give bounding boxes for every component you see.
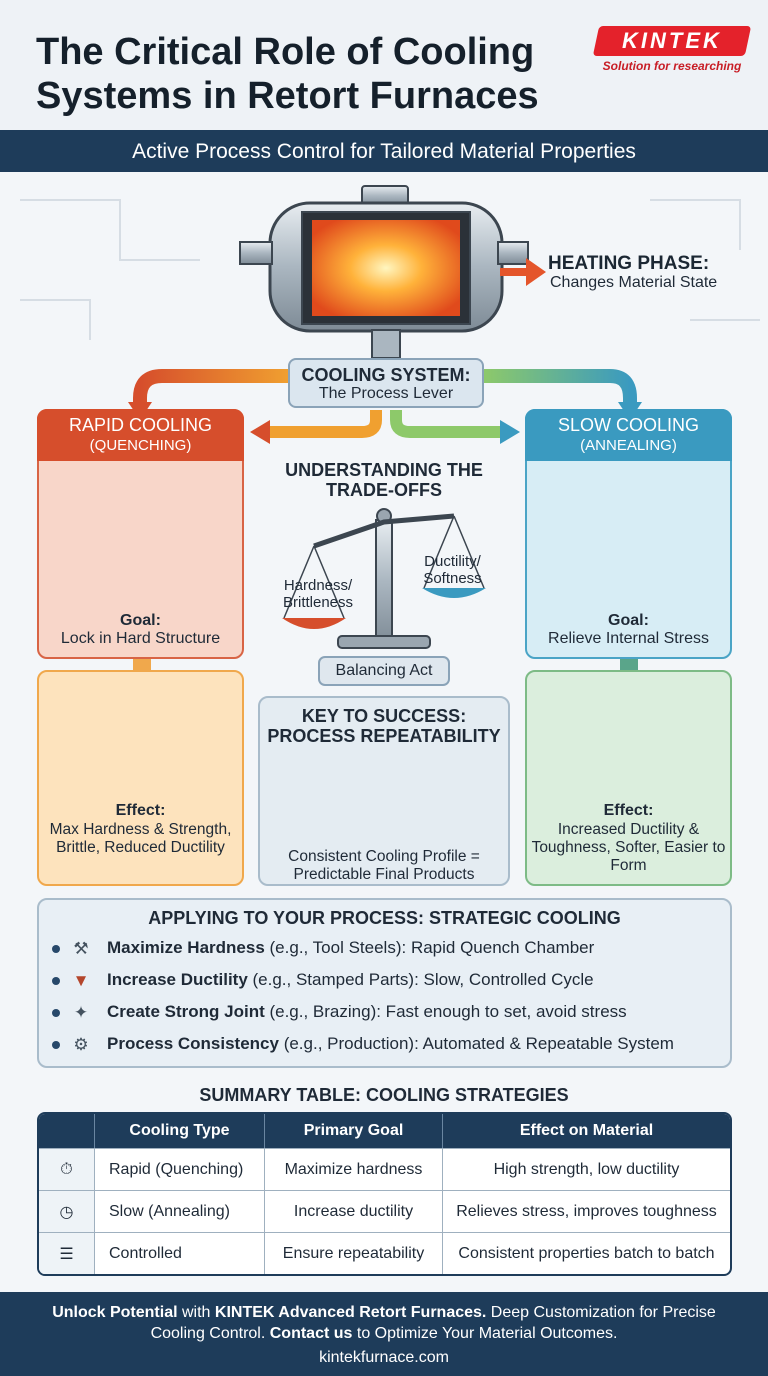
slow-cooling-header bbox=[525, 409, 732, 461]
hammer-icon: ⚒ bbox=[73, 938, 89, 958]
subtitle-bar bbox=[0, 130, 768, 172]
heating-phase-title: HEATING PHASE: bbox=[548, 253, 710, 274]
rapid-effect-text: Max Hardness & Strength, Brittle, Reduce… bbox=[49, 821, 232, 856]
balance-scale-icon bbox=[282, 508, 486, 649]
summary-table-title: SUMMARY TABLE: COOLING STRATEGIES bbox=[199, 1085, 569, 1105]
gear-icon: ⚙ bbox=[73, 1034, 89, 1054]
bullet-icon bbox=[52, 976, 60, 985]
slow-effect-text: Increased Ductility & Toughness, Softer,… bbox=[531, 821, 726, 874]
footer-span: Deep Customization for Precise Cooling C… bbox=[150, 1304, 716, 1342]
table-cell: Ensure repeatability bbox=[265, 1232, 443, 1274]
summary-table: Cooling Type Primary Goal Effect on Mate… bbox=[37, 1112, 732, 1276]
table-row: ◷ Slow (Annealing) Increase ductility Re… bbox=[39, 1190, 730, 1232]
strategic-cooling-title: APPLYING TO YOUR PROCESS: STRATEGIC COOL… bbox=[148, 908, 621, 928]
stopwatch-icon: ⏱ bbox=[39, 1148, 95, 1190]
balancing-act-label: Balancing Act bbox=[335, 662, 433, 679]
repeatability-caption: Consistent Cooling Profile = Predictable… bbox=[288, 848, 480, 883]
heating-phase-subtitle: Changes Material State bbox=[550, 274, 718, 291]
table-header: Effect on Material bbox=[443, 1114, 730, 1148]
rapid-cooling-title: RAPID COOLING bbox=[68, 415, 213, 435]
table-header-icon-col bbox=[39, 1114, 95, 1148]
table-cell: Consistent properties batch to batch bbox=[443, 1232, 730, 1274]
slow-effect-label: Effect: bbox=[603, 802, 654, 819]
rapid-effect-panel bbox=[37, 670, 244, 886]
footer-text: Unlock Potential with KINTEK Advanced Re… bbox=[40, 1302, 728, 1344]
strategy-item-text: (e.g., Stamped Parts): Slow, Controlled … bbox=[247, 970, 594, 989]
table-row: ☰ Controlled Ensure repeatability Consis… bbox=[39, 1232, 730, 1274]
table-cell: Controlled bbox=[95, 1232, 265, 1274]
scale-left-label: Hardness/ Brittleness bbox=[282, 577, 354, 611]
strategy-item: ⚙ Process Consistency (e.g., Production):… bbox=[52, 1034, 722, 1058]
page-subtitle: Active Process Control for Tailored Mate… bbox=[132, 140, 636, 163]
table-header: Cooling Type bbox=[95, 1114, 265, 1148]
sliders-icon: ☰ bbox=[39, 1232, 95, 1274]
stamp-icon: ▼ bbox=[72, 970, 90, 990]
slow-cooling-title: SLOW COOLING bbox=[557, 415, 700, 435]
furnace-icon bbox=[239, 185, 529, 359]
repeatability-panel bbox=[258, 696, 510, 886]
footer-strong: KINTEK Advanced Retort Furnaces. bbox=[214, 1304, 487, 1321]
rapid-goal-text: Lock in Hard Structure bbox=[60, 630, 221, 647]
slow-goal-text: Relieve Internal Stress bbox=[548, 630, 709, 647]
strategy-item-label: Increase Ductility bbox=[107, 970, 248, 989]
cooling-system-subtitle: The Process Lever bbox=[318, 385, 454, 402]
table-row: ⏱ Rapid (Quenching) Maximize hardness Hi… bbox=[39, 1148, 730, 1190]
table-cell: Maximize hardness bbox=[265, 1148, 443, 1190]
table-cell: Slow (Annealing) bbox=[95, 1190, 265, 1232]
page-title: The Critical Role of Cooling Systems in … bbox=[36, 31, 539, 117]
strategy-item-text: (e.g., Production): Automated & Repeatab… bbox=[278, 1034, 674, 1053]
bullet-icon bbox=[52, 1040, 60, 1049]
strategy-item-text: (e.g., Tool Steels): Rapid Quench Chambe… bbox=[264, 938, 595, 957]
rapid-effect-label: Effect: bbox=[115, 802, 166, 819]
contact-link[interactable]: Contact us bbox=[269, 1325, 353, 1342]
table-header-row: Cooling Type Primary Goal Effect on Mate… bbox=[39, 1114, 730, 1148]
bullet-icon bbox=[52, 1008, 60, 1017]
strategy-item-label: Process Consistency bbox=[107, 1034, 279, 1053]
strategy-item-label: Maximize Hardness bbox=[107, 938, 265, 957]
footer-span: to Optimize Your Material Outcomes. bbox=[352, 1325, 618, 1342]
balancing-act-box bbox=[318, 656, 450, 686]
footer-strong: Unlock Potential bbox=[52, 1304, 178, 1321]
logo-brand: KINTEK bbox=[622, 28, 722, 53]
slow-effect-panel bbox=[525, 670, 732, 886]
strategy-item-text: (e.g., Brazing): Fast enough to set, avo… bbox=[264, 1002, 627, 1021]
table-cell: High strength, low ductility bbox=[443, 1148, 730, 1190]
repeatability-title: KEY TO SUCCESS: PROCESS REPEATABILITY bbox=[267, 706, 501, 746]
bullet-icon bbox=[52, 944, 60, 953]
cooling-system-box bbox=[288, 358, 484, 408]
table-cell: Rapid (Quenching) bbox=[95, 1148, 265, 1190]
header bbox=[0, 0, 768, 130]
website-link[interactable]: kintekfurnace.com bbox=[319, 1349, 449, 1366]
strategy-item: ⚒ Maximize Hardness (e.g., Tool Steels): … bbox=[52, 938, 722, 962]
footer bbox=[0, 1292, 768, 1376]
brazing-torch-icon: ✦ bbox=[73, 1002, 89, 1022]
cooling-system-title: COOLING SYSTEM: bbox=[301, 365, 471, 385]
rapid-goal-label: Goal: bbox=[120, 612, 161, 629]
table-cell: Relieves stress, improves toughness bbox=[443, 1190, 730, 1232]
logo-tagline: Solution for researching bbox=[602, 59, 742, 73]
strategy-item: ✦ Create Strong Joint (e.g., Brazing): Fa… bbox=[52, 1002, 722, 1026]
strategy-item-label: Create Strong Joint bbox=[107, 1002, 265, 1021]
strategy-item: ▼ Increase Ductility (e.g., Stamped Parts… bbox=[52, 970, 722, 994]
table-header: Primary Goal bbox=[265, 1114, 443, 1148]
tradeoffs-title: UNDERSTANDING THE TRADE-OFFS bbox=[285, 460, 483, 500]
rapid-cooling-header bbox=[37, 409, 244, 461]
heating-arrow-icon bbox=[500, 258, 546, 286]
slow-goal-label: Goal: bbox=[608, 612, 649, 629]
clock-icon: ◷ bbox=[39, 1190, 95, 1232]
rapid-cooling-subtitle: (QUENCHING) bbox=[89, 437, 192, 454]
strategic-cooling-panel bbox=[37, 898, 732, 1068]
scale-right-label: Ductility/ Softness bbox=[423, 553, 482, 587]
slow-cooling-subtitle: (ANNEALING) bbox=[580, 437, 677, 454]
footer-span: with bbox=[177, 1304, 215, 1321]
table-cell: Increase ductility bbox=[265, 1190, 443, 1232]
